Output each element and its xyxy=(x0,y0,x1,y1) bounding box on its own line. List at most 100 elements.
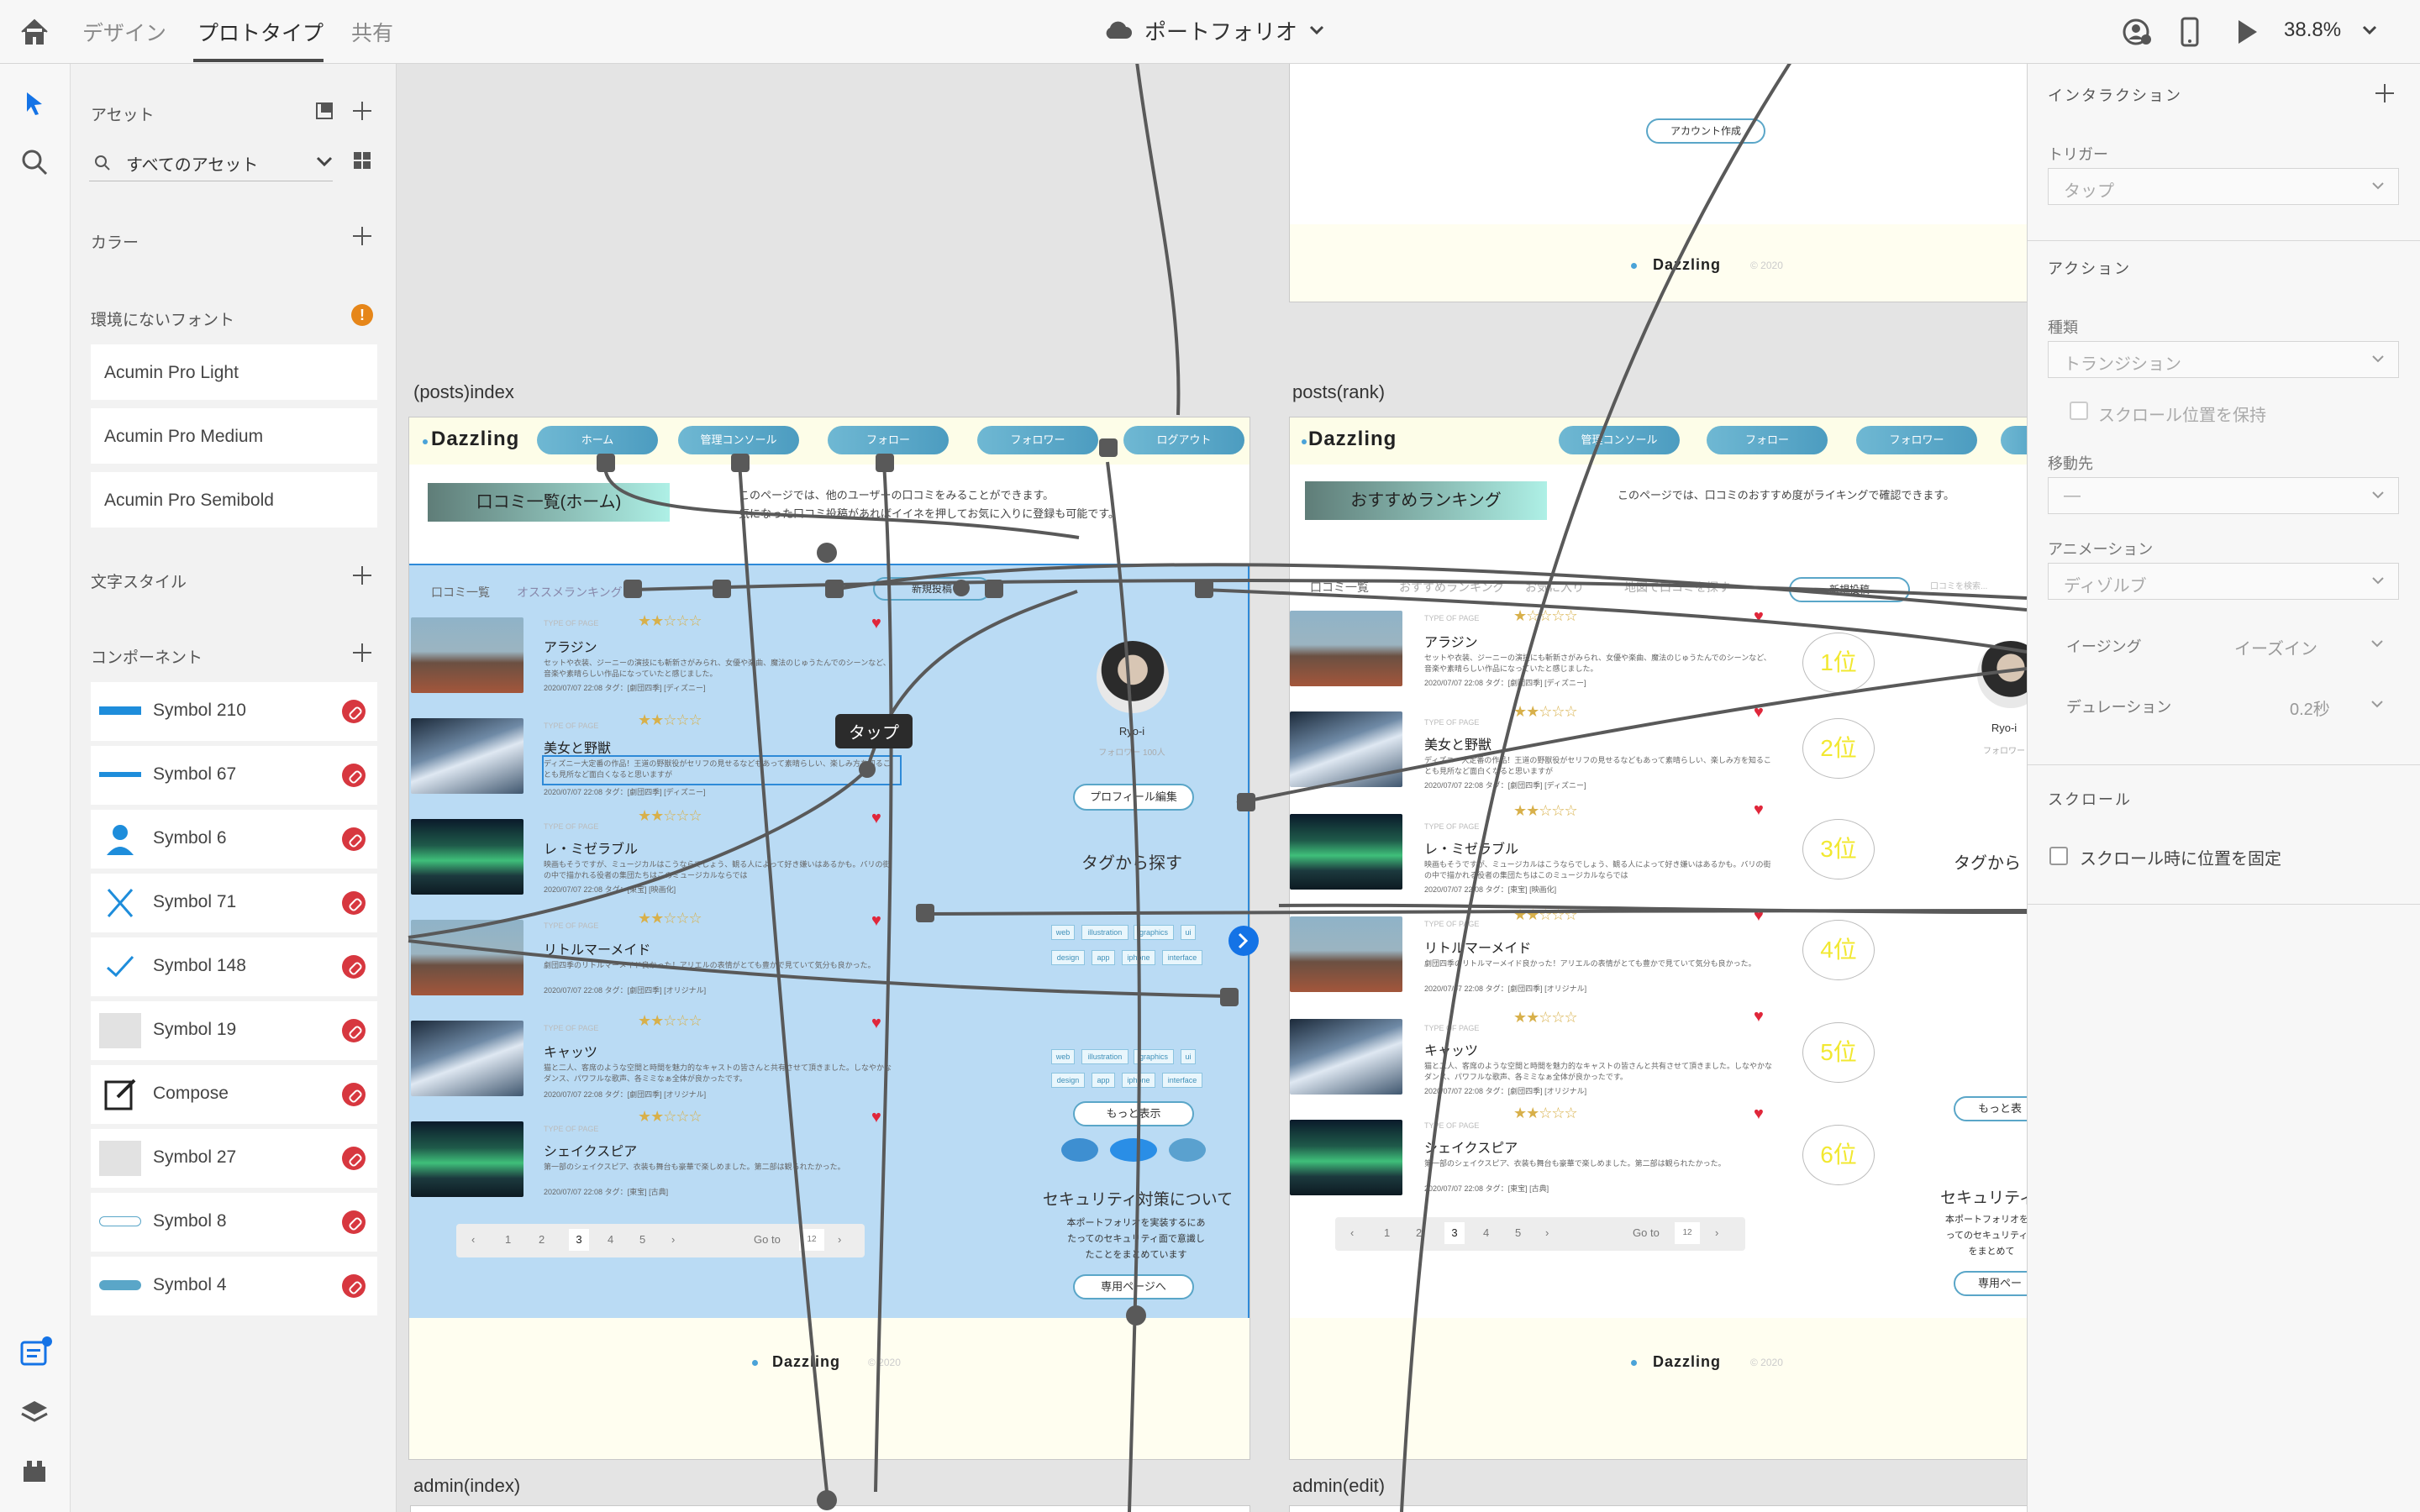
subtab-ranking[interactable]: オススメランキング xyxy=(517,585,623,599)
search-input[interactable]: 口コミを検索... xyxy=(1930,582,1988,591)
post-image[interactable] xyxy=(411,819,523,895)
missing-font-item[interactable]: Acumin Pro Light xyxy=(91,344,377,400)
missing-font-item[interactable]: Acumin Pro Semibold xyxy=(91,472,377,528)
security-page-button[interactable]: 専用ページへ xyxy=(1073,1274,1194,1299)
post-title[interactable]: 美女と野獣 xyxy=(544,742,612,756)
action-type-select[interactable]: トランジション xyxy=(2048,341,2399,378)
avatar[interactable] xyxy=(1097,641,1169,713)
heart-icon[interactable]: ♥ xyxy=(871,1014,881,1032)
show-more-button[interactable]: もっと表 xyxy=(1954,1096,2027,1121)
asset-filter[interactable]: すべてのアセット xyxy=(89,144,333,181)
account-create-button[interactable]: アカウント作成 xyxy=(1646,118,1765,144)
avatar[interactable] xyxy=(1977,641,2027,708)
page-number[interactable]: 2 xyxy=(539,1233,545,1246)
heart-icon[interactable]: ♥ xyxy=(871,911,881,930)
next-page-icon[interactable]: › xyxy=(1545,1226,1549,1239)
post-image[interactable] xyxy=(411,1121,523,1197)
play-icon[interactable] xyxy=(2235,17,2260,47)
artboard-label[interactable]: admin(index) xyxy=(413,1475,521,1496)
heart-icon[interactable]: ♥ xyxy=(1754,703,1764,722)
link-icon[interactable] xyxy=(342,1274,366,1298)
heart-icon[interactable]: ♥ xyxy=(1754,1007,1764,1026)
component-item[interactable]: Compose xyxy=(91,1065,377,1124)
post-title[interactable]: レ・ミゼラブル xyxy=(1424,843,1519,857)
artboard-admin-edit[interactable] xyxy=(1289,1505,2027,1512)
tag-chip[interactable]: iphone xyxy=(1122,950,1155,965)
wire[interactable] xyxy=(1135,64,1181,416)
component-item[interactable]: Symbol 71 xyxy=(91,874,377,932)
component-item[interactable]: Symbol 6 xyxy=(91,810,377,869)
keep-scroll-checkbox[interactable] xyxy=(2070,402,2088,420)
link-icon[interactable] xyxy=(342,1210,366,1234)
post-title[interactable]: キャッツ xyxy=(1424,1044,1479,1058)
heart-icon[interactable]: ♥ xyxy=(871,614,881,633)
post-title[interactable]: リトルマーメイド xyxy=(1424,942,1532,956)
page-number[interactable]: 1 xyxy=(505,1233,512,1246)
grid-view-icon[interactable] xyxy=(353,151,371,170)
select-tool-icon[interactable] xyxy=(20,89,49,118)
nav-follow[interactable]: フォロー xyxy=(1707,426,1828,454)
add-interaction-icon[interactable] xyxy=(2375,84,2394,102)
heart-icon[interactable]: ♥ xyxy=(871,1108,881,1126)
add-component-icon[interactable] xyxy=(353,643,371,662)
nav-admin-console[interactable]: 管理コンソール xyxy=(678,426,799,454)
post-image[interactable] xyxy=(411,1021,523,1096)
link-icon[interactable] xyxy=(342,1147,366,1170)
tag-chip[interactable]: interface xyxy=(1162,1073,1202,1088)
zoom-chevron-icon[interactable] xyxy=(2361,18,2378,44)
artboard-label[interactable]: posts(rank) xyxy=(1292,381,1386,402)
artboard-label[interactable]: admin(edit) xyxy=(1292,1475,1386,1496)
artboard-posts-index[interactable]: Dazzling ホーム 管理コンソール フォロー フォロワー ログアウト 口コ… xyxy=(408,417,1250,1460)
page-number[interactable]: 5 xyxy=(639,1233,646,1246)
social-icon[interactable] xyxy=(1169,1138,1206,1162)
subtab-reviews[interactable]: 口コミ一覧 xyxy=(1310,580,1369,594)
tag-chip[interactable]: design xyxy=(1051,950,1085,965)
goto-next-icon[interactable]: › xyxy=(1715,1226,1719,1239)
post-title[interactable]: アラジン xyxy=(1424,636,1478,650)
post-image[interactable] xyxy=(1290,814,1402,890)
component-item[interactable]: Symbol 148 xyxy=(91,937,377,996)
zoom-level[interactable]: 38.8% xyxy=(2284,18,2342,41)
tag-chip[interactable]: illustration xyxy=(1081,925,1128,940)
new-post-button[interactable]: 新規投稿 xyxy=(1789,577,1910,602)
missing-font-item[interactable]: Acumin Pro Medium xyxy=(91,408,377,464)
fix-scroll-checkbox[interactable] xyxy=(2049,847,2068,865)
post-image[interactable] xyxy=(411,718,523,794)
tag-chip[interactable]: web xyxy=(1051,1049,1075,1064)
plugins-icon[interactable] xyxy=(20,1457,49,1485)
post-image[interactable] xyxy=(411,920,523,995)
post-image[interactable] xyxy=(411,617,523,693)
subtab-ranking[interactable]: おすすめランキング xyxy=(1399,580,1505,594)
artboard-admin-index[interactable] xyxy=(410,1505,1250,1512)
post-title[interactable]: リトルマーメイド xyxy=(544,943,651,958)
user-share-icon[interactable] xyxy=(2123,17,2153,47)
post-image[interactable] xyxy=(1290,1120,1402,1195)
tab-prototype[interactable]: プロトタイプ xyxy=(197,22,324,45)
link-icon[interactable] xyxy=(342,955,366,979)
artboard-label[interactable]: (posts)index xyxy=(413,381,514,402)
artboard-top-fragment[interactable]: アカウント作成 Dazzling © 2020 xyxy=(1289,64,2027,302)
site-logo[interactable]: Dazzling xyxy=(1308,428,1397,450)
component-item[interactable]: Symbol 8 xyxy=(91,1193,377,1252)
tag-chip[interactable]: design xyxy=(1051,1073,1085,1088)
add-color-icon[interactable] xyxy=(353,227,371,245)
page-number[interactable]: 2 xyxy=(1416,1226,1423,1239)
post-title[interactable]: シェイクスピア xyxy=(544,1145,638,1159)
add-asset-icon[interactable] xyxy=(353,102,371,120)
subtab-map[interactable]: 地図で口コミを探す xyxy=(1624,580,1730,594)
goto-input[interactable]: 12 xyxy=(799,1229,824,1251)
post-image[interactable] xyxy=(1290,611,1402,686)
prev-page-icon[interactable]: ‹ xyxy=(1350,1226,1355,1239)
design-canvas[interactable]: アカウント作成 Dazzling © 2020 (posts)index pos… xyxy=(397,64,2027,1512)
tag-chip[interactable]: graphics xyxy=(1134,1049,1174,1064)
social-icon[interactable] xyxy=(1110,1138,1157,1162)
zoom-tool-icon[interactable] xyxy=(20,148,49,176)
link-icon[interactable] xyxy=(342,891,366,915)
tag-chip[interactable]: interface xyxy=(1162,950,1202,965)
animation-select[interactable]: ディゾルブ xyxy=(2048,563,2399,600)
artboard-posts-rank[interactable]: Dazzling 管理コンソール フォロー フォロワー おすすめランキング この… xyxy=(1289,417,2027,1460)
destination-select[interactable]: — xyxy=(2048,477,2399,514)
nav-followers[interactable]: フォロワー xyxy=(977,426,1098,454)
heart-icon[interactable]: ♥ xyxy=(1754,801,1764,819)
heart-icon[interactable]: ♥ xyxy=(871,809,881,827)
